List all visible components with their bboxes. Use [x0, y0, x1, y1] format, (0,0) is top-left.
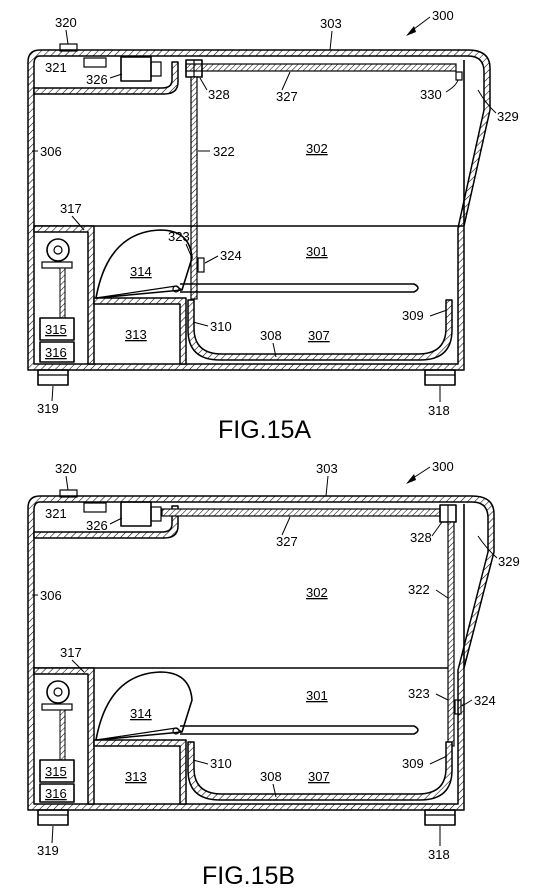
label-326: 326 [86, 72, 108, 87]
label-319: 319 [37, 401, 59, 416]
label-314: 314 [130, 264, 152, 279]
sensor-321 [83, 57, 107, 68]
bracket-324 [454, 699, 462, 715]
caption-fig-15a: FIG.15A [218, 416, 311, 444]
compartment-313-wall [93, 739, 187, 805]
label-322: 322 [408, 582, 430, 597]
label-314: 314 [130, 706, 152, 721]
label-301: 301 [306, 244, 328, 259]
motor-326 [120, 56, 152, 82]
label-324: 324 [220, 248, 242, 263]
label-302: 302 [306, 141, 328, 156]
housing-outer-wall [27, 49, 491, 371]
label-316: 316 [45, 786, 67, 801]
label-327: 327 [276, 89, 298, 104]
block-315 [39, 759, 75, 783]
label-300: 300 [432, 459, 454, 474]
module-317-frame [33, 225, 95, 365]
label-307: 307 [308, 769, 330, 784]
label-318: 318 [428, 403, 450, 418]
label-322: 322 [213, 144, 235, 159]
label-303: 303 [316, 461, 338, 476]
label-301: 301 [306, 688, 328, 703]
label-329: 329 [497, 109, 519, 124]
label-328: 328 [208, 87, 230, 102]
figure-15b-labels: 320 303 300 321 326 328 327 329 306 322 … [32, 459, 520, 890]
label-317: 317 [60, 201, 82, 216]
label-308: 308 [260, 769, 282, 784]
divider-322 [190, 76, 198, 300]
label-316: 316 [45, 345, 67, 360]
label-321: 321 [45, 60, 67, 75]
foot-318 [424, 369, 456, 386]
label-320: 320 [55, 461, 77, 476]
figure-15a-labels: 320 303 300 321 326 328 327 330 329 306 … [32, 8, 519, 444]
tray-slot [180, 283, 419, 293]
label-318: 318 [428, 847, 450, 862]
lead-screw-327 [161, 508, 441, 517]
label-306: 306 [40, 144, 62, 159]
label-329: 329 [498, 554, 520, 569]
label-310: 310 [210, 319, 232, 334]
label-321: 321 [45, 506, 67, 521]
figure-15a [27, 43, 491, 386]
label-313: 313 [125, 769, 147, 784]
label-302: 302 [306, 585, 328, 600]
sensor-321 [83, 502, 107, 513]
label-310: 310 [210, 756, 232, 771]
stop-330 [455, 71, 463, 81]
compartment-313-wall [93, 297, 187, 365]
label-315: 315 [45, 322, 67, 337]
housing-outer-wall [27, 495, 495, 811]
label-323: 323 [168, 229, 190, 244]
label-320: 320 [55, 15, 77, 30]
block-315 [39, 317, 75, 341]
label-309: 309 [402, 308, 424, 323]
motor-326 [120, 501, 152, 527]
bin-307 [187, 741, 453, 801]
button-320 [59, 43, 78, 52]
bin-307 [187, 299, 453, 361]
label-317: 317 [60, 645, 82, 660]
label-328: 328 [410, 530, 432, 545]
label-307: 307 [308, 328, 330, 343]
divider-322 [447, 521, 455, 747]
blade-314 [95, 229, 193, 299]
label-324: 324 [474, 693, 496, 708]
lead-screw-327 [185, 63, 457, 72]
blade-314 [95, 671, 193, 741]
caption-fig-15b: FIG.15B [202, 862, 295, 890]
label-309: 309 [402, 756, 424, 771]
upper-left-shelf [33, 61, 179, 95]
label-319: 319 [37, 843, 59, 858]
block-316 [39, 783, 75, 803]
label-315: 315 [45, 764, 67, 779]
foot-319 [37, 369, 69, 386]
label-327: 327 [276, 534, 298, 549]
tray-slot [180, 725, 419, 735]
label-306: 306 [40, 588, 62, 603]
button-320 [59, 489, 78, 498]
upper-left-shelf [33, 505, 179, 539]
label-308: 308 [260, 328, 282, 343]
label-313: 313 [125, 327, 147, 342]
pulley-317 [46, 238, 70, 262]
module-317-frame [33, 667, 95, 805]
bracket-324 [197, 257, 205, 273]
label-303: 303 [320, 16, 342, 31]
pulley-317 [46, 680, 70, 704]
label-323: 323 [408, 686, 430, 701]
foot-318 [424, 809, 456, 826]
foot-319 [37, 809, 69, 826]
figure-15b [27, 489, 495, 826]
label-326: 326 [86, 518, 108, 533]
block-316 [39, 341, 75, 363]
label-300: 300 [432, 8, 454, 23]
label-330: 330 [420, 87, 442, 102]
